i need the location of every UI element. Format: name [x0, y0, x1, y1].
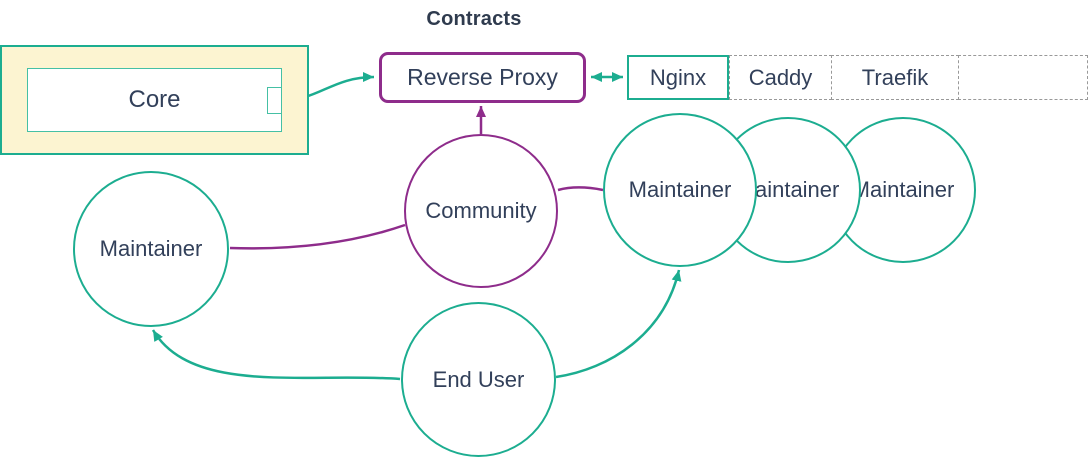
proxy-option-cell-nginx: Nginx: [627, 55, 729, 100]
edge-end-user-to-maintainer-right: [555, 269, 682, 379]
maintainer-label: Maintainer: [628, 177, 732, 202]
community-label: Community: [425, 198, 537, 223]
community-node: Community: [404, 134, 558, 288]
proxy-option-cell-caddy: Caddy: [729, 55, 832, 100]
end-user-label: End User: [432, 366, 525, 392]
proxy-option-label: Caddy: [748, 64, 813, 90]
core-node-label: Core: [128, 86, 181, 113]
core-node: Core: [27, 68, 282, 132]
proxy-option-label: Nginx: [649, 64, 707, 90]
maintainer-right-node-1: Maintainer: [603, 113, 757, 267]
reverse-proxy-label: Reverse Proxy: [407, 64, 558, 90]
maintainer-label: Maintainer: [851, 177, 955, 202]
maintainer-left-node: Maintainer: [73, 171, 229, 327]
core-port: [267, 87, 282, 114]
proxy-option-cell-traefik: Traefik: [831, 55, 959, 100]
proxy-option-label: Traefik: [861, 64, 929, 90]
maintainer-label: Maintainer: [99, 236, 203, 261]
reverse-proxy-node: Reverse Proxy: [379, 52, 586, 103]
edge-end-user-to-maintainer-left: [151, 329, 401, 381]
proxy-option-cell-empty: [958, 55, 1088, 100]
edge-community-to-maintainer-right: [557, 186, 604, 192]
edge-community-to-maintainer-left: [229, 223, 406, 250]
end-user-node: End User: [401, 302, 556, 457]
diagram-title: Contracts: [426, 8, 522, 30]
